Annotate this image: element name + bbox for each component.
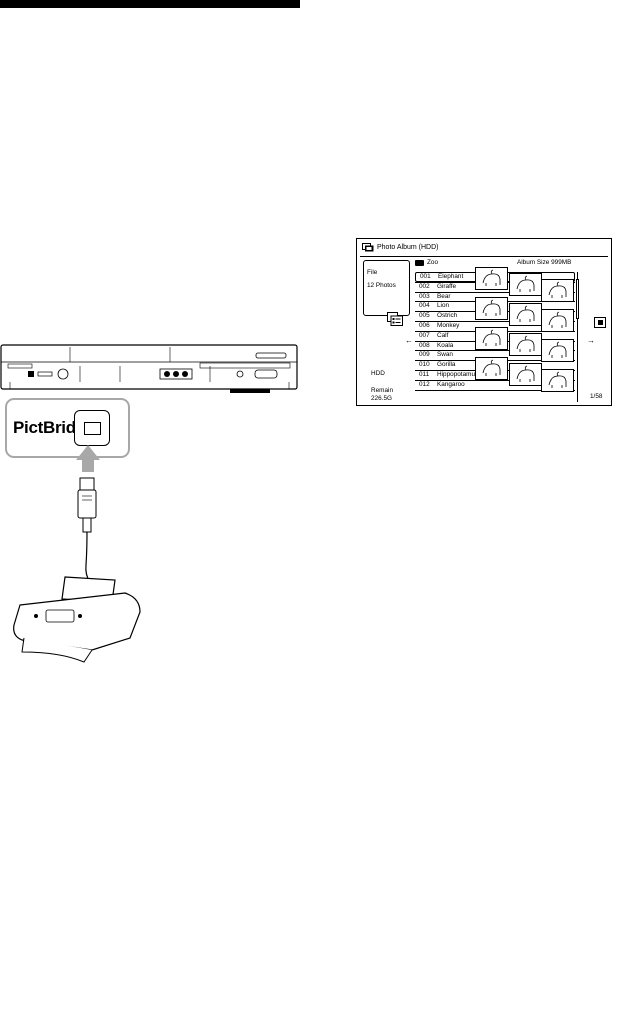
item-number: 005: [419, 312, 430, 320]
right-arrow-icon[interactable]: →: [587, 336, 595, 345]
scrollbar-thumb[interactable]: [576, 278, 579, 319]
item-number: 009: [419, 351, 430, 359]
pictbridge-callout: PictBridge: [5, 398, 130, 458]
scrollbar[interactable]: [576, 272, 579, 402]
item-name: Ostrich: [437, 312, 458, 320]
printer-cable-illustration: [13, 445, 141, 663]
left-arrow-icon[interactable]: ←: [405, 336, 413, 345]
drive-label: HDD: [371, 370, 385, 377]
row-divider: [415, 321, 575, 322]
photo-thumbnail[interactable]: [541, 339, 574, 362]
photo-thumbnail[interactable]: [541, 279, 574, 302]
item-name: Koala: [437, 341, 454, 349]
item-number: 010: [419, 361, 430, 369]
item-name: Giraffe: [437, 282, 457, 290]
list-item[interactable]: 012 Kangaroo: [415, 380, 575, 390]
item-number: 011: [419, 370, 430, 378]
section-header-bar: [0, 0, 300, 8]
list-view-icon[interactable]: [387, 312, 403, 326]
list-item[interactable]: 010 Gorilla: [415, 360, 575, 370]
dvd-recorder-illustration: [0, 344, 298, 393]
photo-thumbnail[interactable]: [541, 369, 574, 392]
photo-count: 12 Photos: [367, 282, 396, 289]
list-item[interactable]: 009 Swan: [415, 350, 575, 360]
file-label: File: [367, 269, 378, 276]
list-item[interactable]: 011 Hippopotamus: [415, 370, 575, 380]
item-number: 007: [419, 331, 430, 339]
item-name: Monkey: [437, 321, 460, 329]
file-info-panel: File 12 Photos: [363, 260, 410, 316]
photo-thumbnail[interactable]: [509, 303, 542, 326]
item-name: Gorilla: [437, 361, 456, 369]
item-number: 002: [419, 282, 430, 290]
list-item[interactable]: 008 Koala: [415, 341, 575, 351]
folder-icon: [415, 259, 424, 266]
photo-thumbnail[interactable]: [509, 333, 542, 356]
up-arrow-icon: [76, 445, 100, 472]
list-item[interactable]: 005 Ostrich: [415, 311, 575, 321]
list-item[interactable]: 006 Monkey: [415, 321, 575, 331]
item-name: Lion: [437, 302, 450, 310]
item-number: 008: [419, 341, 430, 349]
photo-thumbnail[interactable]: [509, 273, 542, 296]
usb-port-icon: [74, 410, 110, 446]
photo-album-screen: Photo Album (HDD) File 12 Photos ← HDD R…: [356, 238, 612, 406]
photo-thumbnail[interactable]: [475, 297, 508, 320]
row-divider: [415, 291, 575, 293]
row-divider: [415, 350, 575, 352]
item-name: Hippopotamus: [437, 370, 479, 378]
list-item[interactable]: 003 Bear: [415, 292, 575, 302]
row-divider: [415, 389, 575, 391]
remain-label: Remain: [371, 387, 394, 394]
photo-thumbnail[interactable]: [475, 357, 508, 380]
folder-name: Zoo: [415, 259, 438, 266]
item-number: 012: [419, 380, 430, 388]
item-name: Kangaroo: [437, 380, 465, 388]
item-number: 001: [420, 273, 431, 280]
item-number: 003: [419, 292, 430, 300]
photo-album-icon: [362, 243, 374, 252]
item-name: Bear: [437, 292, 451, 300]
album-title: Photo Album (HDD): [362, 243, 438, 252]
remaining-space: Remain 226.5G: [371, 387, 393, 403]
item-name: Swan: [437, 351, 453, 359]
title-divider: [360, 256, 608, 257]
item-name: Elephant: [438, 273, 464, 280]
photo-thumbnail[interactable]: [475, 267, 508, 290]
item-number: 004: [419, 302, 430, 310]
remain-value: 226.5G: [371, 395, 392, 402]
item-number: 006: [419, 321, 430, 329]
list-item[interactable]: 007 Calf: [415, 331, 575, 341]
photo-thumbnail[interactable]: [475, 327, 508, 350]
photo-thumbnail[interactable]: [509, 363, 542, 386]
list-item[interactable]: 004 Lion: [415, 301, 575, 311]
photo-thumbnail[interactable]: [541, 309, 574, 332]
folder-name-text: Zoo: [427, 259, 439, 266]
album-size: Album Size 999MB: [517, 259, 572, 266]
stop-icon[interactable]: [594, 317, 606, 328]
item-name: Calf: [437, 331, 449, 339]
page-number: 1/58: [590, 393, 603, 400]
album-title-text: Photo Album (HDD): [377, 244, 439, 251]
row-divider: [415, 379, 575, 381]
list-item[interactable]: 002 Giraffe: [415, 282, 575, 292]
